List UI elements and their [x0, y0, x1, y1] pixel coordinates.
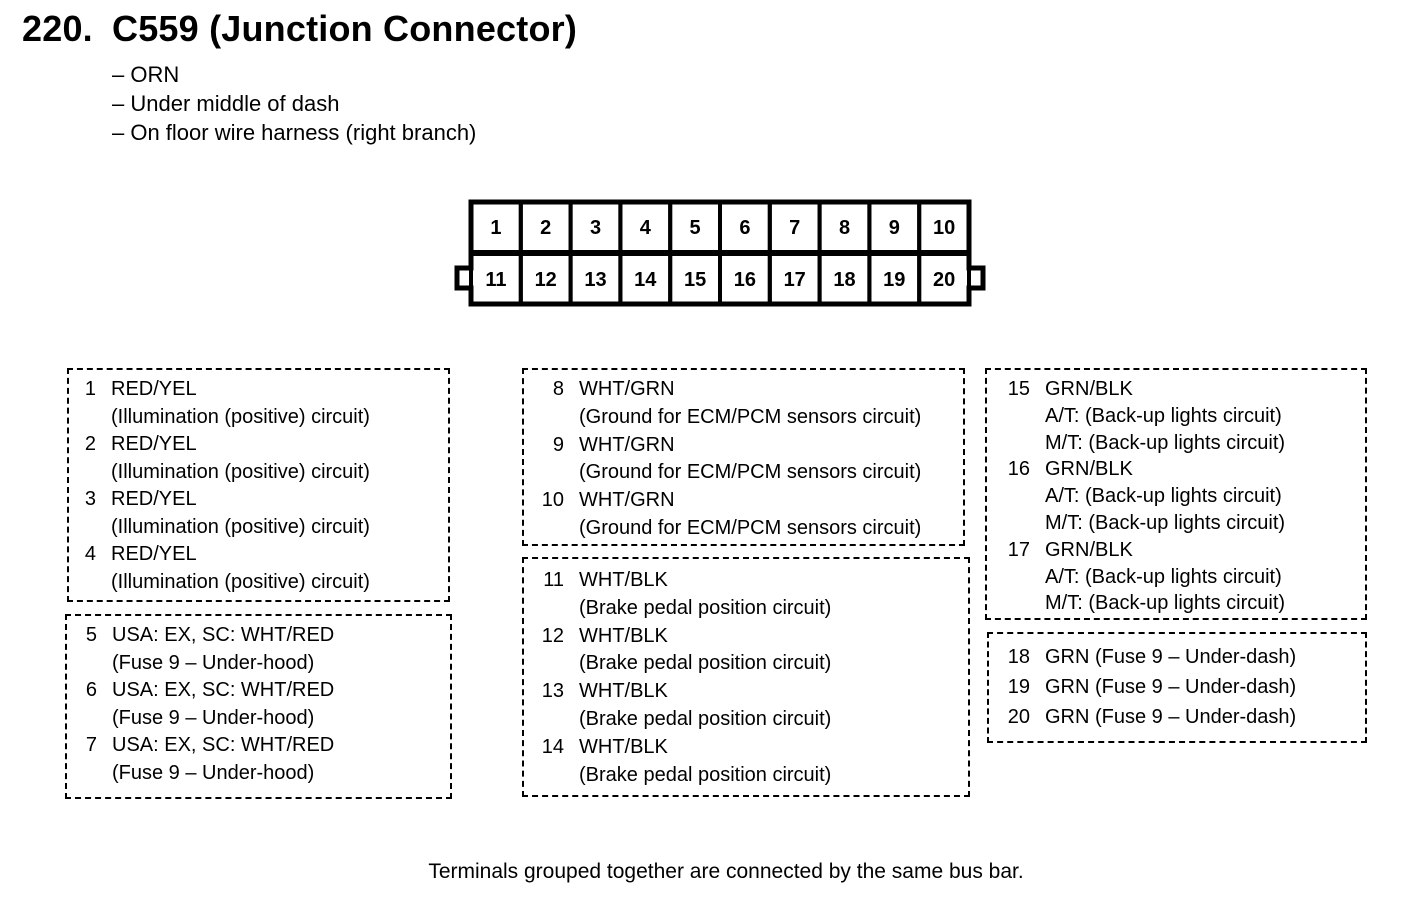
wire-color: GRN/BLK [1045, 378, 1133, 400]
circuit-description: (Illumination (positive) circuit) [111, 515, 370, 538]
terminal-number: 6 [85, 679, 97, 702]
circuit-description: (Fuse 9 – Under-hood) [112, 761, 315, 784]
circuit-description: (Fuse 9 – Under-hood) [112, 706, 315, 729]
bus-bar-group-1 [67, 368, 450, 602]
wire-color: WHT/GRN [579, 489, 675, 512]
circuit-description: (Brake pedal position circuit) [579, 707, 832, 730]
terminal-number: 10 [541, 489, 564, 512]
terminal-number: 1 [84, 378, 96, 400]
circuit-description: M/T: (Back-up lights circuit) [1045, 431, 1286, 454]
wire-color: WHT/BLK [579, 680, 668, 703]
pin-number: 5 [690, 217, 701, 239]
wire-color: WHT/BLK [579, 624, 668, 647]
wire-color: RED/YEL [111, 433, 197, 455]
wire-color: WHT/BLK [579, 735, 668, 758]
connector-harness: – On floor wire harness (right branch) [112, 120, 477, 145]
wire-color: USA: EX, SC: WHT/RED [112, 679, 335, 702]
circuit-description: (Fuse 9 – Under-hood) [112, 651, 315, 674]
pin-number: 13 [584, 269, 606, 291]
pin-number: 14 [634, 269, 657, 291]
circuit-description: (Ground for ECM/PCM sensors circuit) [579, 516, 922, 539]
terminal-number: 18 [1007, 646, 1030, 668]
circuit-description: (Brake pedal position circuit) [579, 652, 832, 675]
wire-color: WHT/BLK [579, 569, 668, 591]
pin-number: 16 [734, 269, 756, 291]
pin-number: 12 [535, 269, 557, 291]
pin-number: 17 [784, 269, 806, 291]
pin-number: 1 [490, 217, 501, 239]
terminal-number: 9 [552, 433, 564, 456]
circuit-description: (Illumination (positive) circuit) [111, 570, 370, 593]
terminal-number: 2 [84, 433, 96, 455]
circuit-description: (Ground for ECM/PCM sensors circuit) [579, 461, 922, 484]
bus-bar-group-6 [987, 632, 1367, 743]
pin-number: 9 [889, 217, 900, 239]
circuit-description: M/T: (Back-up lights circuit) [1045, 511, 1286, 534]
terminal-number: 4 [84, 543, 96, 565]
pin-number: 18 [833, 269, 855, 291]
terminal-number: 8 [552, 378, 564, 400]
pin-cavity [917, 252, 972, 306]
pin-number: 20 [933, 269, 955, 291]
circuit-description: (Illumination (positive) circuit) [111, 405, 370, 428]
terminal-number: 19 [1007, 676, 1030, 698]
circuit-description: A/T: (Back-up lights circuit) [1045, 404, 1282, 427]
wire-color: GRN/BLK [1045, 538, 1133, 561]
connector-details: – ORN – Under middle of dash – On floor … [112, 60, 476, 147]
wire-color: USA: EX, SC: WHT/RED [112, 734, 335, 757]
pin-number: 15 [684, 269, 706, 291]
pin-number: 4 [640, 217, 652, 239]
pin-number: 2 [540, 217, 551, 239]
circuit-description: M/T: (Back-up lights circuit) [1045, 592, 1286, 615]
wire-color: USA: EX, SC: WHT/RED [112, 624, 335, 646]
circuit-description: (Brake pedal position circuit) [579, 596, 832, 619]
bus-bar-group-5 [985, 368, 1367, 620]
terminal-number: 5 [85, 624, 97, 646]
wire-color: RED/YEL [111, 488, 197, 510]
terminal-number: 14 [541, 735, 564, 758]
bus-bar-note: Terminals grouped together are connected… [428, 860, 1024, 883]
pin-number: 11 [485, 269, 506, 291]
page-title: 220. C559 (Junction Connector) [22, 8, 577, 50]
circuit-description: (Brake pedal position circuit) [579, 763, 832, 786]
connector-title: C559 (Junction Connector) [112, 8, 578, 49]
terminal-number: 15 [1007, 378, 1030, 400]
circuit-description: A/T: (Back-up lights circuit) [1045, 565, 1282, 588]
wire-color: GRN (Fuse 9 – Under-dash) [1045, 676, 1297, 698]
pin-number: 19 [883, 269, 905, 291]
terminal-number: 20 [1007, 706, 1030, 728]
wire-color: GRN (Fuse 9 – Under-dash) [1045, 646, 1297, 668]
circuit-description: A/T: (Back-up lights circuit) [1045, 485, 1282, 508]
terminal-number: 3 [84, 488, 96, 510]
terminal-number: 13 [541, 680, 564, 703]
pin-number: 3 [590, 217, 601, 239]
pin-number: 6 [739, 217, 750, 239]
circuit-description: (Ground for ECM/PCM sensors circuit) [579, 405, 922, 428]
wire-color: WHT/GRN [579, 378, 675, 400]
terminal-number: 12 [541, 624, 564, 647]
pin-number: 10 [933, 217, 955, 239]
wire-color: GRN/BLK [1045, 458, 1133, 481]
terminal-number: 7 [85, 734, 97, 757]
bus-bar-group-4 [522, 557, 970, 797]
wire-color: WHT/GRN [579, 433, 675, 456]
wire-color: RED/YEL [111, 543, 197, 565]
bus-bar-group-3 [522, 368, 965, 546]
terminal-number: 16 [1007, 458, 1030, 481]
terminal-number: 17 [1007, 538, 1030, 561]
terminal-number: 11 [543, 569, 564, 591]
pin-number: 7 [789, 217, 800, 239]
connector-location: – Under middle of dash [112, 91, 340, 116]
pin-number: 8 [839, 217, 850, 239]
wire-color: GRN (Fuse 9 – Under-dash) [1045, 706, 1297, 728]
bus-bar-group-2 [65, 614, 452, 799]
connector-number: 220. [22, 8, 93, 49]
connector-color: – ORN [112, 62, 180, 87]
wire-color: RED/YEL [111, 378, 197, 400]
circuit-description: (Illumination (positive) circuit) [111, 460, 370, 483]
